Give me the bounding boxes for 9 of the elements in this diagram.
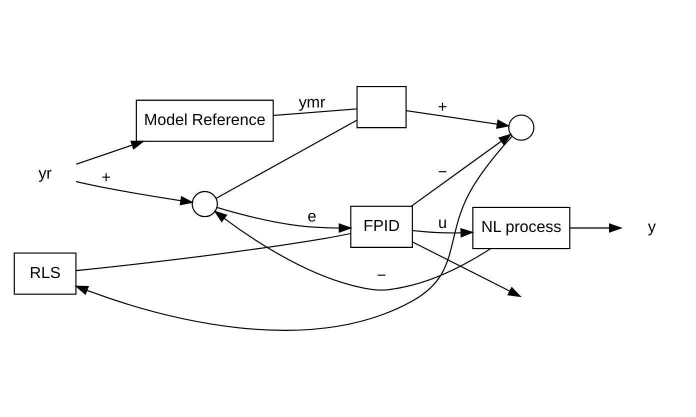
node-text: yr	[38, 166, 52, 183]
edge-label: −	[376, 268, 386, 285]
edge-label: e	[307, 208, 316, 226]
edge-label: ymr	[298, 94, 325, 112]
edge-label: +	[437, 98, 447, 116]
edge-label: u	[438, 215, 447, 232]
edge-label: +	[100, 170, 110, 187]
node-text: y	[647, 219, 656, 236]
edge-label: −	[437, 164, 447, 181]
